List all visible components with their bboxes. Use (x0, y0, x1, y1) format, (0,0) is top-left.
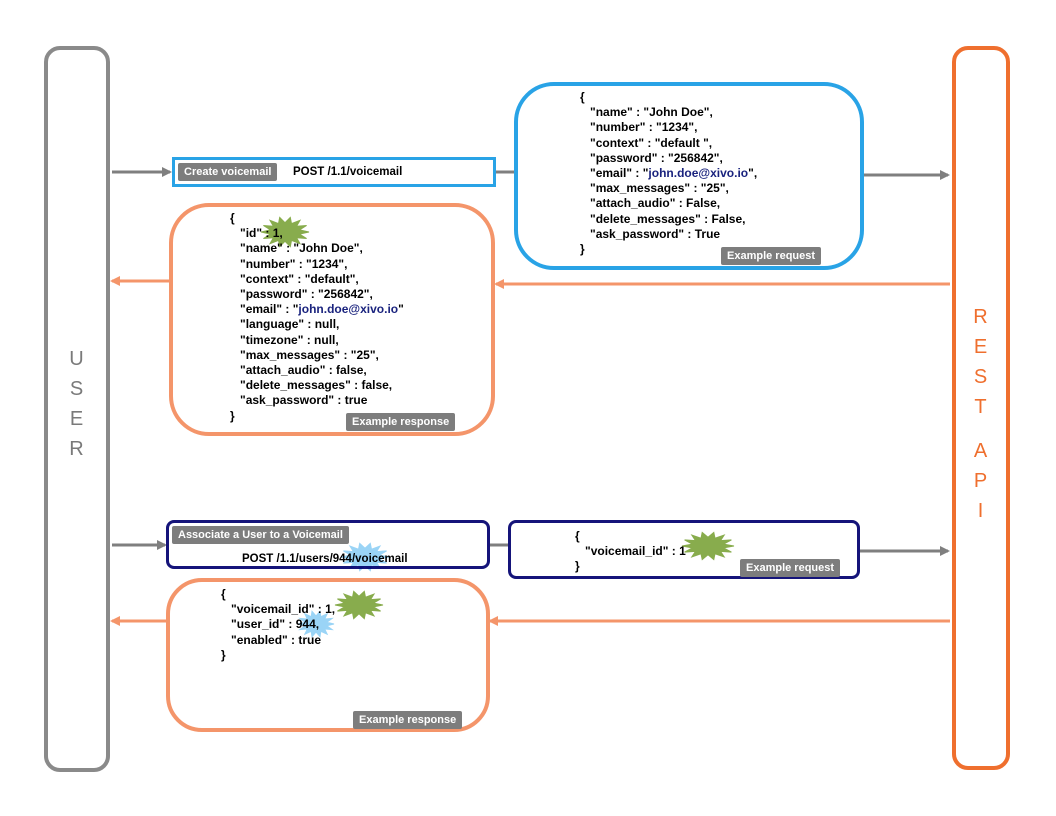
associate-request-json: { "voicemail_id" : 1 } (575, 529, 686, 574)
user-letter: U (69, 348, 85, 370)
create-response-tag: Example response (346, 413, 456, 431)
create-response-json: { "id" : 1, "name" : "John Doe", "number… (230, 211, 404, 423)
create-response-box (169, 203, 495, 436)
api-letter: P (973, 470, 989, 492)
associate-response-box (166, 578, 490, 732)
api-letter: T (974, 396, 988, 418)
api-letter: S (973, 366, 989, 388)
create-request-json: { "name" : "John Doe", "number" : "1234"… (580, 90, 758, 257)
create-request-box (514, 82, 864, 270)
associate-response-tag: Example response (353, 711, 463, 729)
api-letter: A (973, 440, 989, 462)
create-voicemail-endpoint: POST /1.1/voicemail (293, 166, 403, 178)
api-letter: R (973, 306, 989, 328)
associate-request-tag: Example request (740, 559, 841, 577)
user-letter: E (69, 408, 85, 430)
user-letter: R (69, 438, 85, 460)
email-value: john.doe@xivo.io (648, 166, 749, 181)
associate-tag: Associate a User to a Voicemail (172, 526, 349, 544)
associate-endpoint: POST /1.1/users/944/voicemail (242, 553, 408, 565)
associate-response-json: { "voicemail_id" : 1, "user_id" : 944, "… (221, 587, 336, 662)
email-value: john.doe@xivo.io (298, 302, 399, 317)
create-voicemail-tag: Create voicemail (178, 163, 278, 181)
create-request-tag: Example request (721, 247, 822, 265)
api-letter: E (973, 336, 989, 358)
user-letter: S (69, 378, 85, 400)
create-voicemail-endpoint-box (172, 157, 496, 187)
api-letter: I (977, 500, 985, 522)
